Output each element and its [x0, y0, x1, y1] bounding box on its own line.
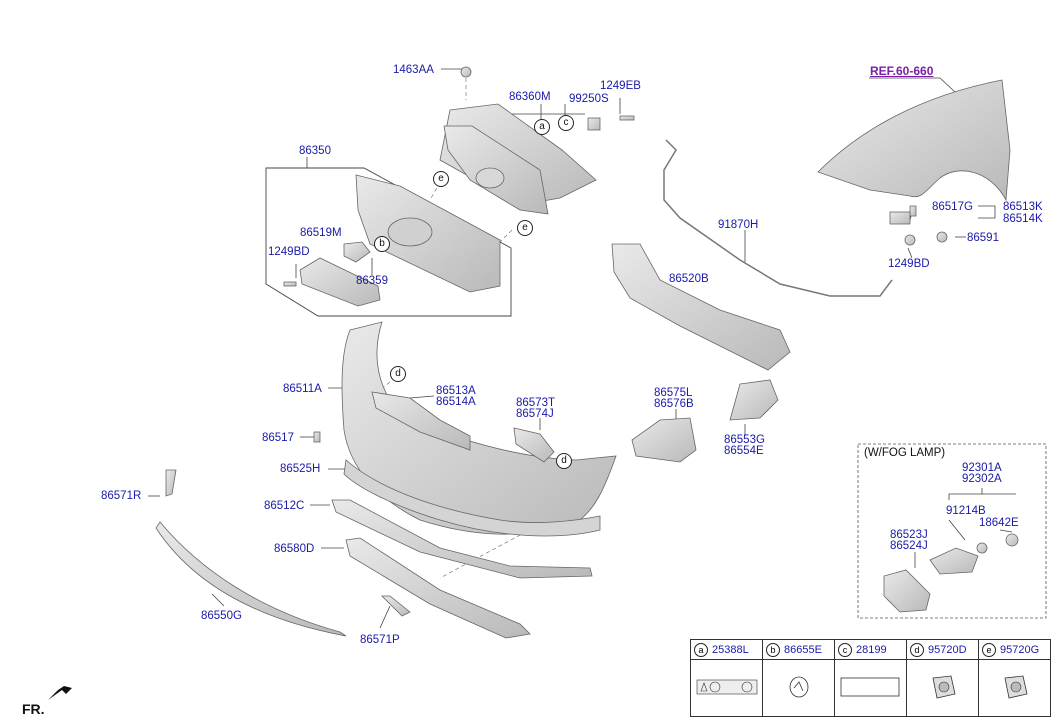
callout-e[interactable]: e: [433, 171, 449, 187]
part-label-86520B[interactable]: 86520B: [669, 273, 709, 285]
legend-image-sensor-e: [978, 659, 1051, 717]
legend-cell-e[interactable]: e 95720G: [978, 639, 1051, 660]
part-label-99250S[interactable]: 99250S: [569, 93, 609, 105]
part-label-86573T[interactable]: 86573T: [516, 397, 556, 409]
part-label-86517[interactable]: 86517: [262, 432, 294, 444]
part-label-86511A[interactable]: 86511A: [283, 383, 322, 395]
legend-image-emblem: [762, 659, 835, 717]
part-label-91870H[interactable]: 91870H: [718, 219, 759, 231]
fog-lamp-title: (W/FOG LAMP): [864, 447, 946, 459]
legend-image-plate: [834, 659, 907, 717]
legend-image-sensor-d: [906, 659, 979, 717]
part-label-86580D[interactable]: 86580D: [274, 543, 315, 555]
part-label-86513A[interactable]: 86513A: [436, 385, 476, 397]
part-label-86525H[interactable]: 86525H: [280, 463, 321, 475]
legend-letter: e: [982, 642, 996, 657]
part-label-92301A[interactable]: 92301A: [962, 462, 1002, 474]
part-label-86514K[interactable]: 86514K: [1003, 213, 1043, 225]
legend-part: 86655E: [784, 643, 822, 656]
part-label-1249EB[interactable]: 1249EB: [600, 80, 641, 92]
legend-letter: c: [838, 642, 852, 657]
legend-part: 28199: [856, 643, 887, 656]
legend-letter: b: [766, 642, 780, 657]
part-label-86523J[interactable]: 86523J: [890, 529, 928, 541]
part-label-86514A[interactable]: 86514A: [436, 396, 476, 408]
callout-d[interactable]: d: [556, 453, 572, 469]
part-label-86359[interactable]: 86359: [356, 275, 388, 287]
part-label-86360M[interactable]: 86360M: [509, 91, 551, 103]
part-label-18642E[interactable]: 18642E: [979, 517, 1019, 529]
legend-part: 95720D: [928, 643, 967, 656]
legend-cell-a[interactable]: a 25388L: [690, 639, 763, 660]
part-label-92302A[interactable]: 92302A: [962, 473, 1002, 485]
callout-a[interactable]: a: [534, 119, 550, 135]
legend-letter: d: [910, 642, 924, 657]
front-direction-label: FR.: [22, 701, 45, 717]
part-label-86350[interactable]: 86350: [299, 145, 331, 157]
part-label-1249BD[interactable]: 1249BD: [268, 246, 310, 258]
part-label-86571P[interactable]: 86571P: [360, 634, 400, 646]
callout-d[interactable]: d: [390, 366, 406, 382]
legend-part: 95720G: [1000, 643, 1040, 656]
legend-table: a 25388L b 86655E c 28199 d 95720D e 95720G: [690, 639, 1051, 717]
part-label-86575L[interactable]: 86575L: [654, 387, 693, 399]
callout-b[interactable]: b: [374, 236, 390, 252]
part-label-86512C[interactable]: 86512C: [264, 500, 305, 512]
part-label-86571R[interactable]: 86571R: [101, 490, 142, 502]
part-label-1463AA[interactable]: 1463AA: [393, 64, 434, 76]
ref-link[interactable]: REF.60-660: [870, 64, 934, 78]
part-label-86519M[interactable]: 86519M: [300, 227, 342, 239]
part-label-86554E[interactable]: 86554E: [724, 445, 764, 457]
part-label-91214B[interactable]: 91214B: [946, 505, 986, 517]
legend-cell-b[interactable]: b 86655E: [762, 639, 835, 660]
part-label-86517G[interactable]: 86517G: [932, 201, 973, 213]
part-label-1249BD-fender[interactable]: 1249BD: [888, 258, 930, 270]
part-label-86576B[interactable]: 86576B: [654, 398, 694, 410]
front-arrow-icon: [48, 686, 72, 700]
part-label-86513K[interactable]: 86513K: [1003, 201, 1043, 213]
legend-cell-c[interactable]: c 28199: [834, 639, 907, 660]
part-label-86524J[interactable]: 86524J: [890, 540, 928, 552]
legend-image-label-sticker: [690, 659, 763, 717]
part-label-86591[interactable]: 86591: [967, 232, 999, 244]
legend-cell-d[interactable]: d 95720D: [906, 639, 979, 660]
legend-part: 25388L: [712, 643, 749, 656]
part-label-86574J[interactable]: 86574J: [516, 408, 554, 420]
part-label-86550G[interactable]: 86550G: [201, 610, 242, 622]
part-label-86553G[interactable]: 86553G: [724, 434, 765, 446]
callout-e[interactable]: e: [517, 220, 533, 236]
callout-c[interactable]: c: [558, 115, 574, 131]
legend-letter: a: [694, 642, 708, 657]
